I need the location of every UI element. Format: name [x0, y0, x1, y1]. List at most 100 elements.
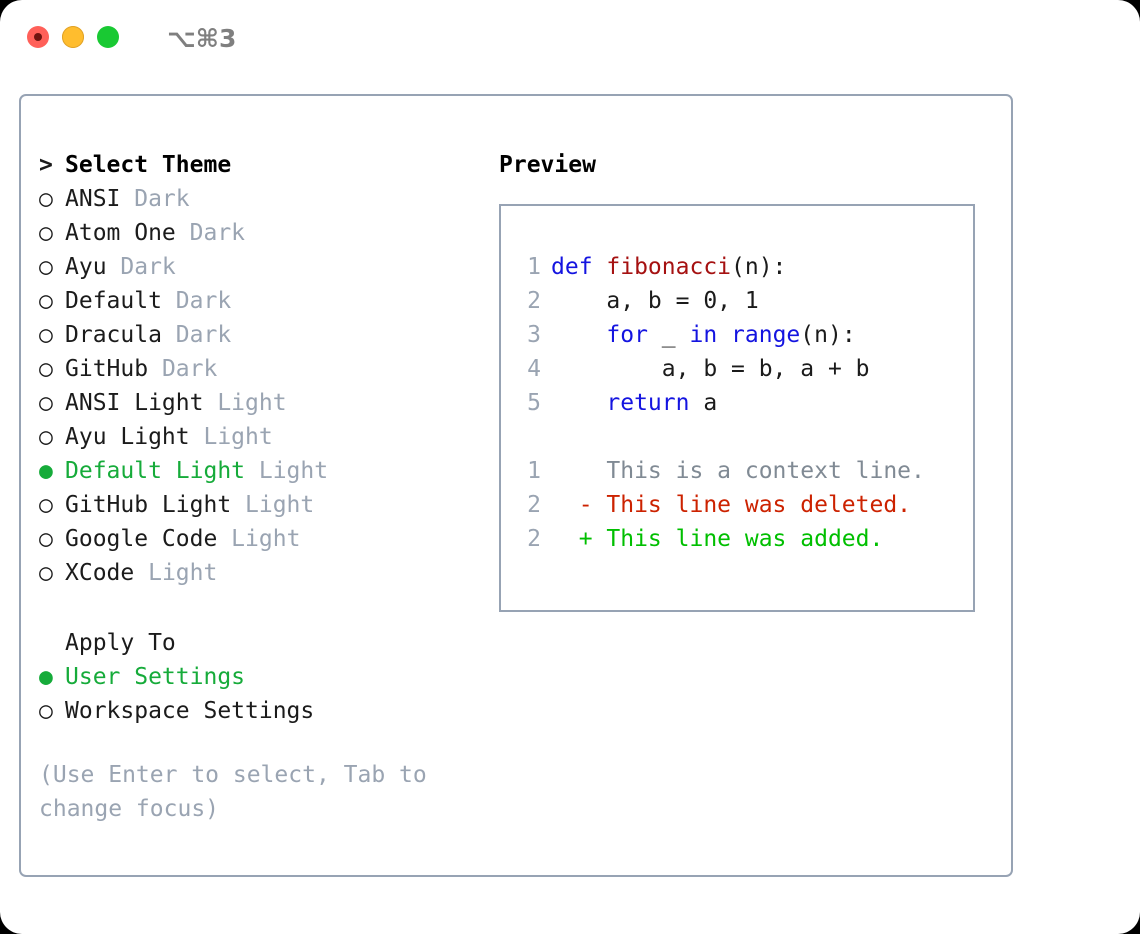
code-line-number: 2: [527, 526, 541, 552]
radio-unselected-icon: ○: [39, 560, 53, 586]
theme-list-item[interactable]: ○ XCode Light: [39, 556, 469, 590]
section-spacer: [39, 590, 469, 626]
theme-list-item[interactable]: ○ ANSI Light Light: [39, 386, 469, 420]
code-token: for: [606, 322, 648, 348]
theme-name-label: Default: [65, 288, 162, 314]
code-token: in: [689, 322, 718, 348]
apply-to-header: Apply To: [65, 630, 176, 656]
code-line-number: 1: [527, 458, 541, 484]
theme-category-label: Light: [189, 424, 273, 450]
diff-line: 2 + This line was added.: [515, 522, 925, 556]
theme-name-label: GitHub: [65, 356, 149, 382]
theme-category-label: Dark: [148, 356, 218, 382]
radio-unselected-icon: ○: [39, 390, 53, 416]
diff-line-text: + This line was added.: [551, 526, 884, 552]
theme-list-item[interactable]: ○ Ayu Dark: [39, 250, 469, 284]
theme-name-label: Atom One: [65, 220, 176, 246]
code-token: return: [606, 390, 690, 416]
theme-list-header-label: Select Theme: [65, 152, 232, 178]
code-token: [551, 390, 606, 416]
code-token: (n):: [731, 254, 787, 280]
theme-name-label: Dracula: [65, 322, 162, 348]
keyboard-shortcut-label: ⌥⌘3: [167, 24, 237, 53]
keyboard-hint-text: (Use Enter to select, Tab to change focu…: [39, 762, 427, 822]
radio-unselected-icon: ○: [39, 254, 53, 280]
main-panel: >Select Theme ○ANSI Dark○Atom One Dark○A…: [19, 94, 1013, 877]
code-token: [551, 322, 606, 348]
radio-unselected-icon: ○: [39, 186, 53, 212]
code-token: range: [731, 322, 801, 348]
radio-unselected-icon: ○: [39, 356, 53, 382]
theme-category-label: Dark: [175, 220, 246, 246]
code-line: 5 return a: [515, 386, 925, 420]
theme-name-label: Ayu: [65, 254, 107, 280]
theme-list-item[interactable]: ○ GitHub Dark: [39, 352, 469, 386]
code-token: a, b = b, a + b: [551, 356, 870, 382]
code-line-number: 3: [527, 322, 541, 348]
code-token: def: [551, 254, 607, 280]
code-line-number: 4: [527, 356, 541, 382]
theme-name-label: XCode: [65, 560, 135, 586]
code-line: 2 a, b = 0, 1: [515, 284, 925, 318]
code-line: 3 for _ in range(n):: [515, 318, 925, 352]
diff-line: 2 - This line was deleted.: [515, 488, 925, 522]
theme-list-item[interactable]: ○Atom One Dark: [39, 216, 469, 250]
theme-name-label: ANSI Light: [65, 390, 204, 416]
theme-category-label: Light: [217, 526, 301, 552]
prompt-arrow-icon: >: [39, 152, 53, 178]
code-token: fibonacci: [606, 254, 732, 280]
radio-unselected-icon: ○: [39, 526, 53, 552]
diff-line-text: This is a context line.: [551, 458, 925, 484]
radio-unselected-icon: ○: [39, 698, 53, 724]
code-line-number: 2: [527, 288, 541, 314]
theme-category-label: Light: [231, 492, 315, 518]
theme-list-item[interactable]: ●Default Light Light: [39, 454, 469, 488]
apply-to-option-label: User Settings: [65, 664, 246, 690]
theme-list-item[interactable]: ○ANSI Dark: [39, 182, 469, 216]
theme-name-label: Google Code: [65, 526, 218, 552]
theme-list-item[interactable]: ○GitHub Light Light: [39, 488, 469, 522]
code-line-number: 5: [527, 390, 541, 416]
code-token: a: [689, 390, 718, 416]
radio-unselected-icon: ○: [39, 424, 53, 450]
theme-category-label: Dark: [106, 254, 176, 280]
radio-unselected-icon: ○: [39, 322, 53, 348]
code-token: (n):: [800, 322, 856, 348]
theme-list-item[interactable]: ○ Default Dark: [39, 284, 469, 318]
code-blank-line: [515, 420, 925, 454]
code-line-number: 2: [527, 492, 541, 518]
theme-list-item[interactable]: ○ Ayu Light Light: [39, 420, 469, 454]
preview-title: Preview: [499, 152, 596, 178]
theme-category-label: Light: [203, 390, 287, 416]
radio-unselected-icon: ○: [39, 288, 53, 314]
theme-list-item[interactable]: ○ Google Code Light: [39, 522, 469, 556]
maximize-button-icon[interactable]: [97, 26, 119, 48]
code-token: [717, 322, 731, 348]
diff-line-text: - This line was deleted.: [551, 492, 912, 518]
apply-to-option[interactable]: ○ Workspace Settings: [39, 694, 469, 728]
theme-name-label: GitHub Light: [65, 492, 232, 518]
diff-line: 1 This is a context line.: [515, 454, 925, 488]
radio-selected-icon: ●: [39, 664, 53, 690]
apply-to-option[interactable]: ● User Settings: [39, 660, 469, 694]
window-controls: [27, 26, 119, 48]
close-button-icon[interactable]: [27, 26, 49, 48]
theme-list-item[interactable]: ○ Dracula Dark: [39, 318, 469, 352]
code-token: _: [647, 322, 690, 348]
apply-to-list[interactable]: ● User Settings ○ Workspace Settings: [39, 660, 469, 728]
theme-list[interactable]: ○ANSI Dark○Atom One Dark○Ayu Dark○Defaul…: [39, 182, 469, 590]
theme-category-label: Dark: [161, 322, 232, 348]
theme-category-label: Light: [134, 560, 218, 586]
theme-name-label: Ayu Light: [65, 424, 190, 450]
theme-list-header: > Select Theme: [39, 148, 469, 182]
theme-category-label: Light: [245, 458, 329, 484]
minimize-button-icon[interactable]: [62, 26, 84, 48]
title-bar: ⌥⌘3: [0, 0, 1140, 78]
code-line: 4 a, b = b, a + b: [515, 352, 925, 386]
apply-to-option-label: Workspace Settings: [65, 698, 315, 724]
theme-category-label: Dark: [161, 288, 232, 314]
